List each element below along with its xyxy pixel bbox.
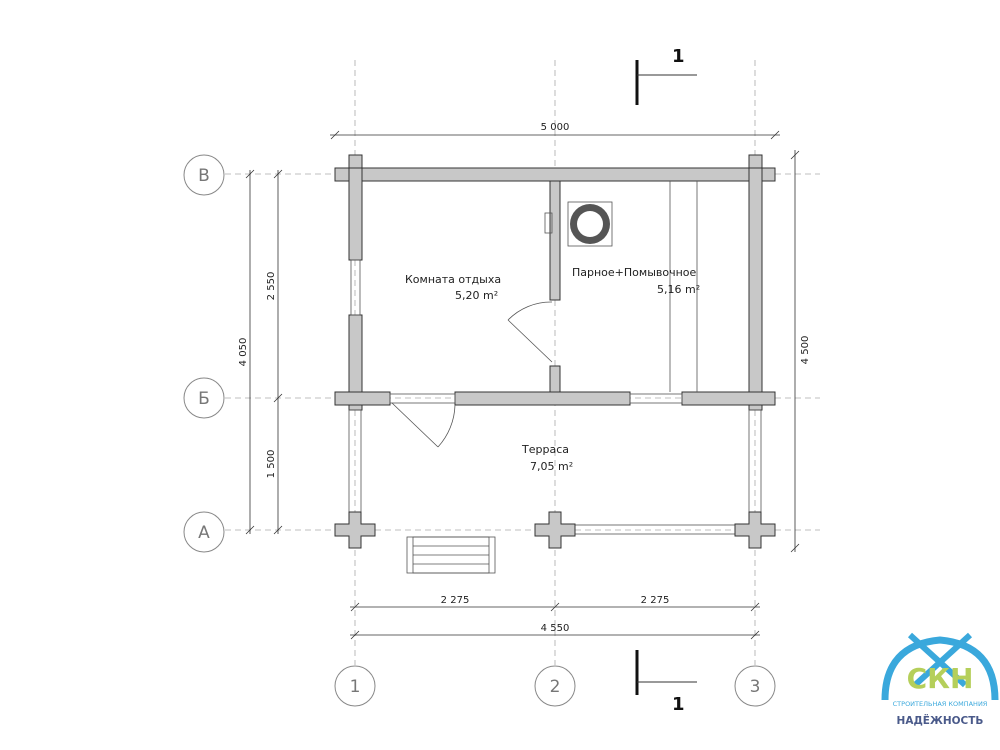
dim-right-total: 4 500 xyxy=(800,336,811,365)
dim-bottom-right: 2 275 xyxy=(641,595,670,606)
dim-top-total: 5 000 xyxy=(541,122,570,133)
dim-left-total: 4 050 xyxy=(238,338,249,367)
axis-label-col: 2 xyxy=(550,677,561,697)
dim-left-upper: 2 550 xyxy=(266,272,277,301)
logo-letters: СКН xyxy=(907,662,974,695)
room-area: 5,20 m² xyxy=(455,289,498,302)
dim-bottom-left: 2 275 xyxy=(441,595,470,606)
room-name: Комната отдыха xyxy=(405,273,501,286)
room-area: 5,16 m² xyxy=(657,283,700,296)
dim-left-lower: 1 500 xyxy=(266,450,277,479)
axis-label-row: В xyxy=(198,166,210,186)
axis-label-row: А xyxy=(198,523,210,543)
window-left xyxy=(350,259,361,316)
dimension-lines xyxy=(245,130,800,640)
walls xyxy=(334,154,776,411)
stove-icon xyxy=(544,201,613,247)
axis-label-row: Б xyxy=(198,389,210,409)
section-label-top: 1 xyxy=(672,46,685,67)
logo-tagline: СТРОИТЕЛЬНАЯ КОМПАНИЯ xyxy=(893,700,988,708)
terrace xyxy=(334,409,776,549)
window-bottom xyxy=(629,393,683,404)
section-mark-top xyxy=(635,60,697,105)
axis-label-col: 3 xyxy=(750,677,761,697)
door-interior xyxy=(507,301,553,363)
section-label-bottom: 1 xyxy=(672,694,685,715)
grid-lines xyxy=(225,60,820,665)
room-area: 7,05 m² xyxy=(530,460,573,473)
logo-name: НАДЁЖНОСТЬ xyxy=(897,713,984,727)
axis-label-col: 1 xyxy=(350,677,361,697)
dim-bottom-total: 4 550 xyxy=(541,623,570,634)
stairs xyxy=(406,536,496,574)
section-mark-bottom xyxy=(635,650,697,695)
room-name: Парное+Помывочное xyxy=(572,266,697,279)
door-entrance xyxy=(389,393,456,448)
axis-bubbles xyxy=(183,154,776,707)
room-name: Терраса xyxy=(521,443,569,456)
company-logo: СКН СТРОИТЕЛЬНАЯ КОМПАНИЯ НАДЁЖНОСТЬ xyxy=(881,632,999,727)
